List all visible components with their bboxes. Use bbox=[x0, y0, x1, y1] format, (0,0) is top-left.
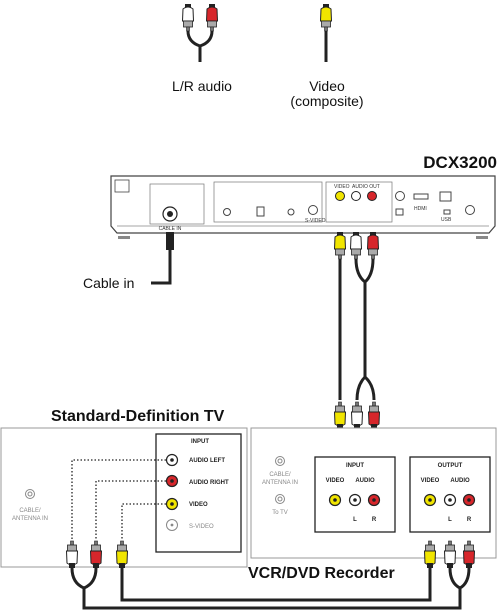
tv-title: Standard-Definition TV bbox=[51, 408, 225, 425]
recorder-output-audio-label: AUDIO bbox=[450, 478, 470, 484]
recorder-output-l-label: L bbox=[448, 517, 452, 523]
tv-antenna-label-2: ANTENNA IN bbox=[12, 516, 48, 522]
cable-in-label: Cable in bbox=[83, 275, 134, 291]
recorder-input-audio-label: AUDIO bbox=[355, 478, 375, 484]
tv-antenna-label-1: CABLE/ bbox=[19, 508, 41, 514]
receiver-hdmi-label: HDMI bbox=[414, 206, 427, 212]
tv-input-svideo: S-VIDEO bbox=[189, 524, 214, 530]
recorder-output-heading: OUTPUT bbox=[438, 463, 463, 469]
recorder-panel bbox=[250, 427, 497, 559]
recorder-input-l-label: L bbox=[353, 517, 357, 523]
legend-video-label-2: (composite) bbox=[290, 93, 363, 109]
tv-dotted-leaders bbox=[71, 459, 166, 540]
legend-video-label-1: Video bbox=[309, 78, 345, 94]
recorder-tv-cables bbox=[66, 540, 475, 610]
tv-input-audio-left: AUDIO LEFT bbox=[189, 458, 225, 464]
recorder-input-heading: INPUT bbox=[346, 463, 364, 469]
tv-input-video: VIDEO bbox=[189, 502, 208, 508]
legend-audio-cable bbox=[182, 3, 218, 62]
tv-input-heading: INPUT bbox=[191, 439, 209, 445]
receiver-audio-port-label: AUDIO OUT bbox=[352, 184, 380, 190]
receiver-model: DCX3200 bbox=[423, 153, 497, 172]
receiver-recorder-cables bbox=[334, 231, 380, 430]
receiver-svideo-label: S-VIDEO bbox=[305, 218, 326, 224]
receiver-cable-port-label: CABLE IN bbox=[159, 226, 182, 232]
recorder-to-tv-label: To TV bbox=[272, 510, 288, 516]
recorder-antenna-label-2: ANTENNA IN bbox=[262, 480, 298, 486]
tv-input-audio-right: AUDIO RIGHT bbox=[189, 480, 229, 486]
legend-video-cable bbox=[320, 3, 332, 62]
tv-panel bbox=[0, 427, 248, 568]
receiver-usb-label: USB bbox=[441, 217, 452, 223]
recorder-antenna-label-1: CABLE/ bbox=[269, 472, 291, 478]
receiver-video-port-label: VIDEO bbox=[334, 184, 350, 190]
recorder-output-r-label: R bbox=[467, 517, 472, 523]
legend-audio-label: L/R audio bbox=[172, 78, 232, 94]
recorder-input-video-label: VIDEO bbox=[326, 478, 345, 484]
receiver-box bbox=[110, 175, 496, 239]
cable-in-wire bbox=[151, 232, 174, 285]
recorder-input-r-label: R bbox=[372, 517, 377, 523]
recorder-output-video-label: VIDEO bbox=[421, 478, 440, 484]
recorder-title: VCR/DVD Recorder bbox=[248, 565, 395, 582]
